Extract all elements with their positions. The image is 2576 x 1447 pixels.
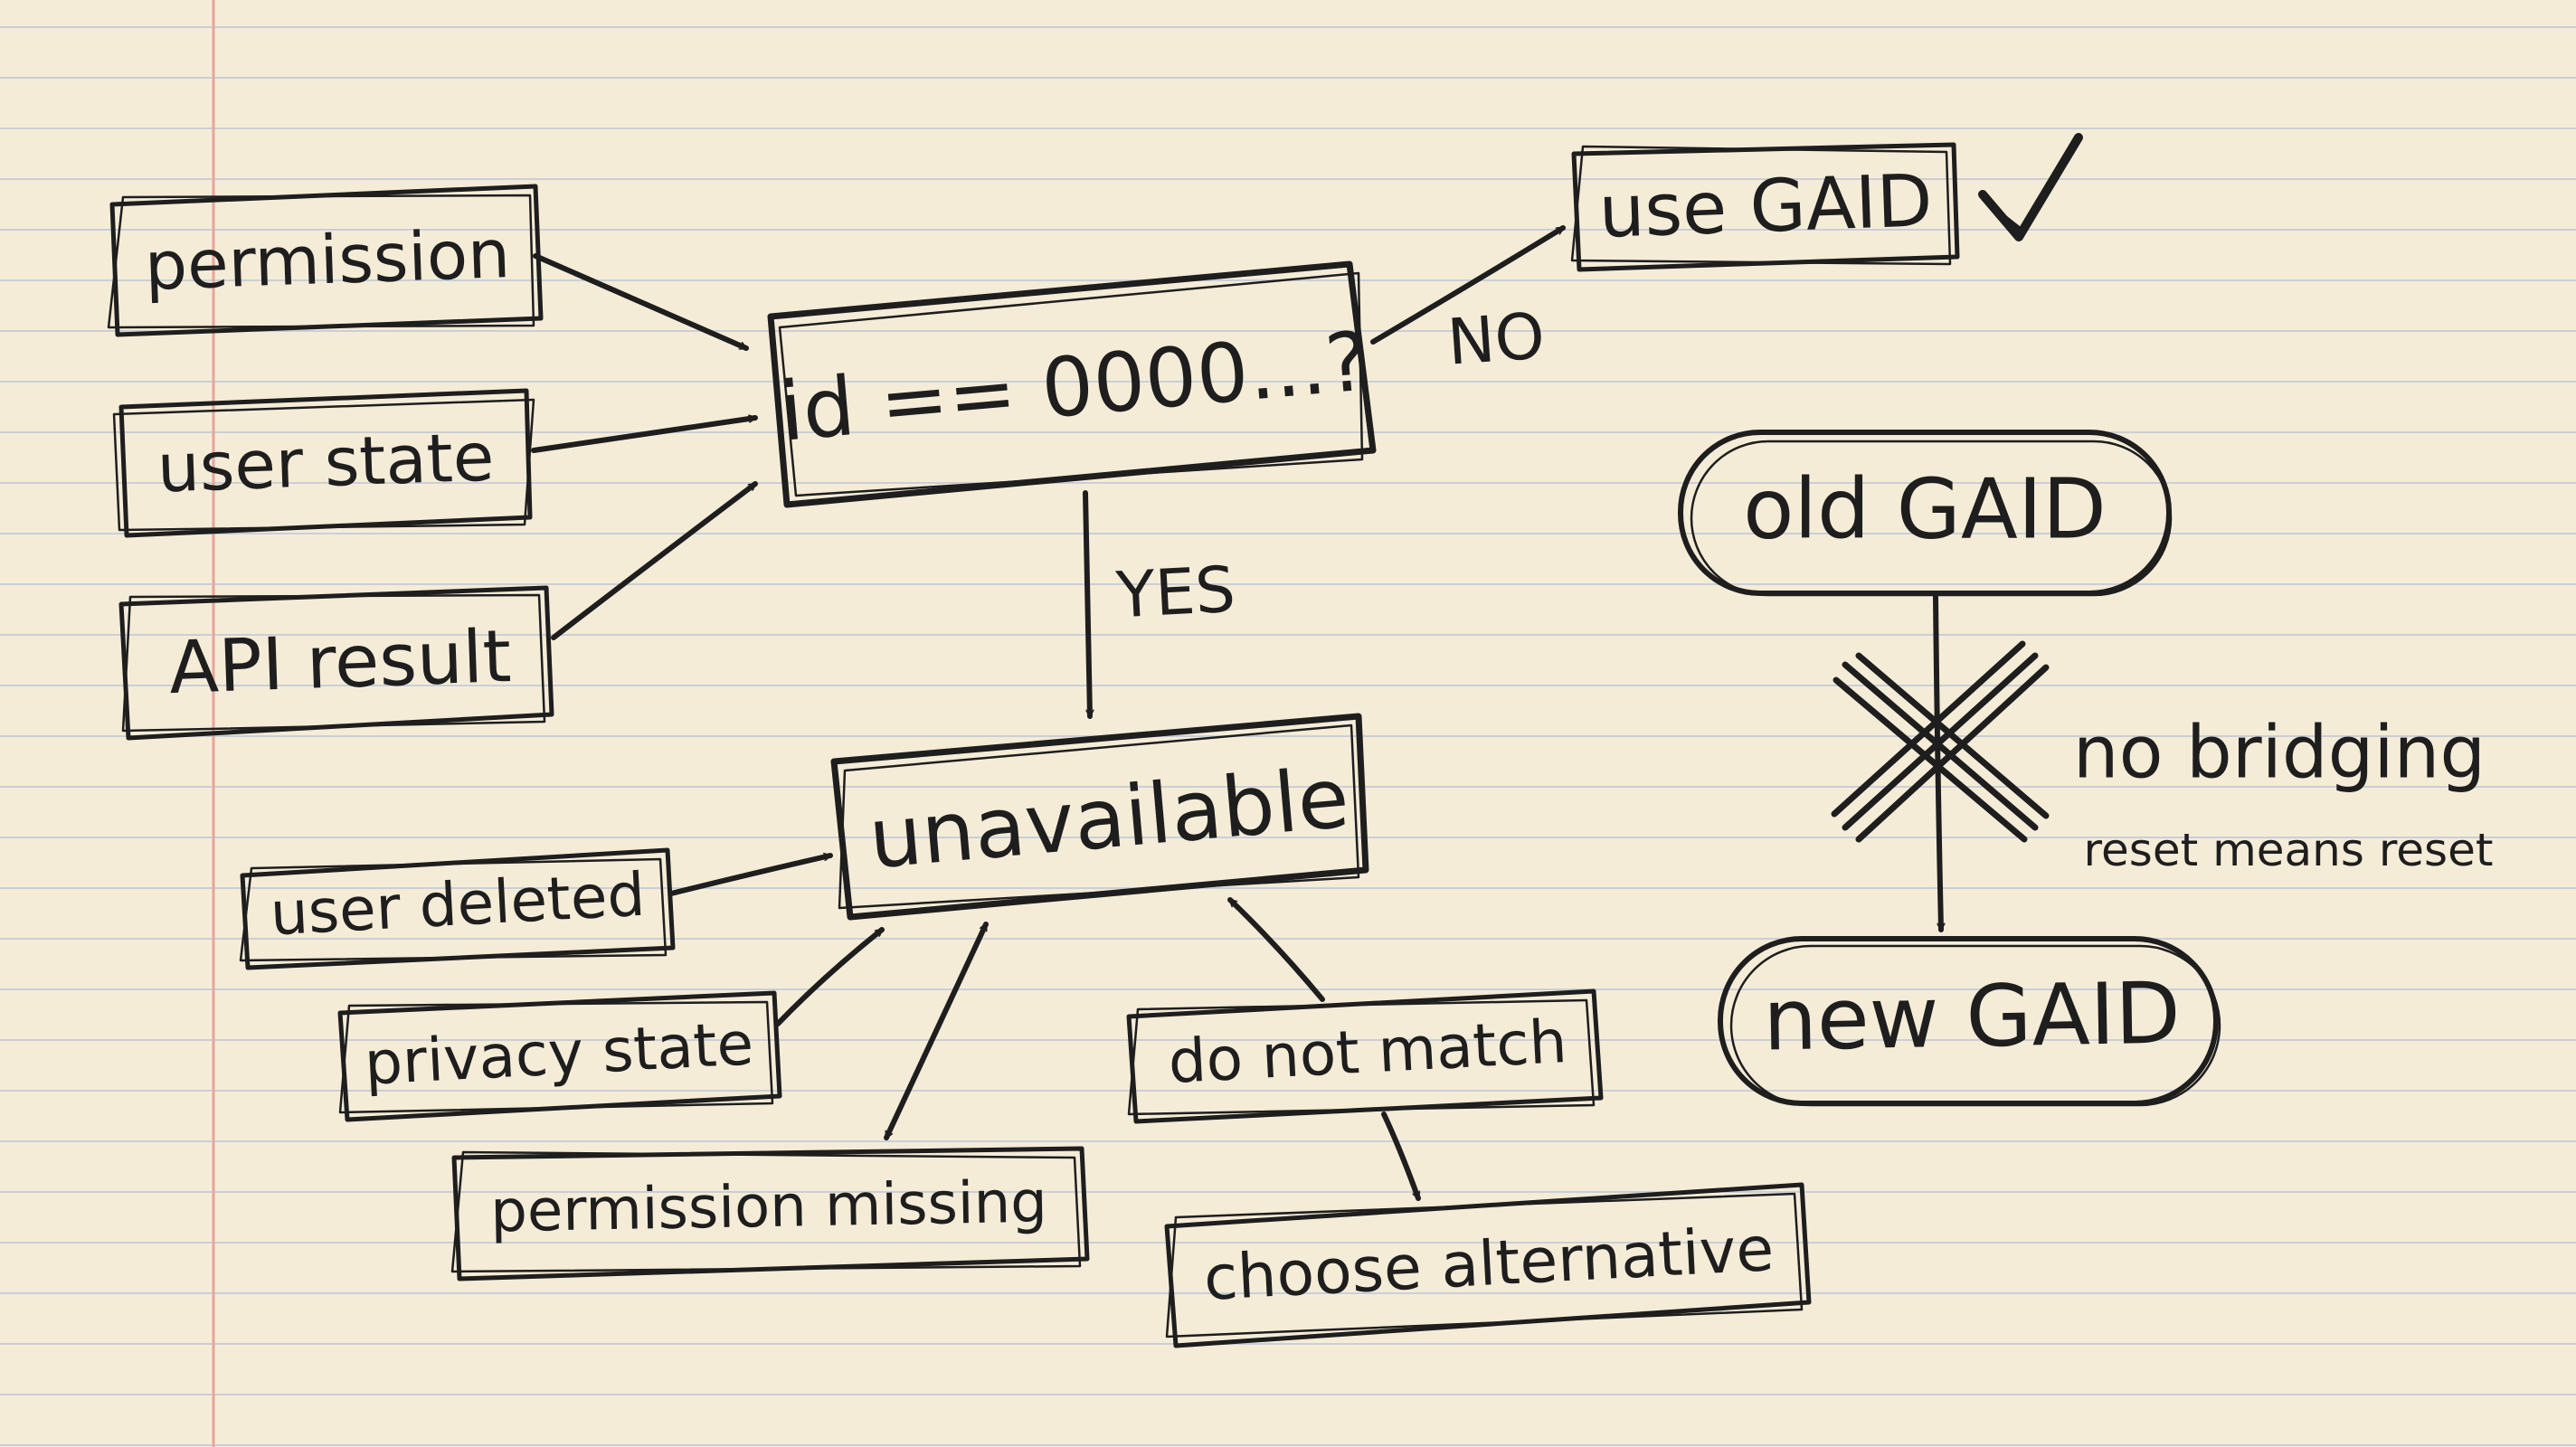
- label-user-state: user state: [156, 419, 495, 508]
- box-user-state: [112, 388, 535, 538]
- cross-mark-icon: [1831, 640, 2050, 843]
- label-use-gaid: use GAID: [1597, 158, 1934, 254]
- arrow-do-not-match-to-choose-alternative: [1381, 1111, 1421, 1201]
- arrow-user-state-to-decision: [531, 418, 758, 453]
- arrow-decision-no: [1370, 225, 1566, 345]
- arrow-do-not-match-to-unavailable: [1227, 897, 1325, 1002]
- box-api-result: [118, 585, 554, 741]
- ruled-lines: [0, 26, 2576, 1446]
- box-privacy-state: [337, 990, 782, 1122]
- box-choose-alternative: [1164, 1182, 1812, 1348]
- box-permission: [107, 184, 544, 337]
- label-no: NO: [1445, 298, 1548, 379]
- label-api-result: API result: [167, 614, 512, 710]
- arrow-privacy-state-to-unavailable: [775, 927, 885, 1026]
- note-reset-means-reset: reset means reset: [2084, 824, 2494, 876]
- label-old-gaid: old GAID: [1743, 461, 2107, 558]
- arrow-permission-missing-unavailable: [884, 922, 989, 1140]
- arrow-user-deleted-to-unavailable: [668, 856, 833, 896]
- arrow-api-result-to-decision: [551, 481, 758, 640]
- label-yes: YES: [1113, 553, 1237, 633]
- box-do-not-match: [1126, 988, 1604, 1124]
- label-permission-missing: permission missing: [490, 1169, 1048, 1246]
- arrow-permission-to-decision: [533, 253, 749, 351]
- check-mark-icon-stroke: [1986, 143, 2077, 232]
- arrow-decision-yes: [1083, 490, 1090, 719]
- box-use-gaid: [1570, 142, 1960, 272]
- label-permission: permission: [144, 215, 512, 306]
- box-unavailable: [830, 713, 1369, 921]
- box-permission-missing: [450, 1146, 1090, 1281]
- pill-old-gaid: [1678, 430, 2173, 597]
- note-no-bridging: no bridging: [2073, 711, 2486, 795]
- box-user-deleted: [239, 847, 676, 970]
- box-decision: [767, 260, 1377, 508]
- pill-new-gaid: [1718, 936, 2221, 1107]
- label-new-gaid: new GAID: [1762, 964, 2181, 1070]
